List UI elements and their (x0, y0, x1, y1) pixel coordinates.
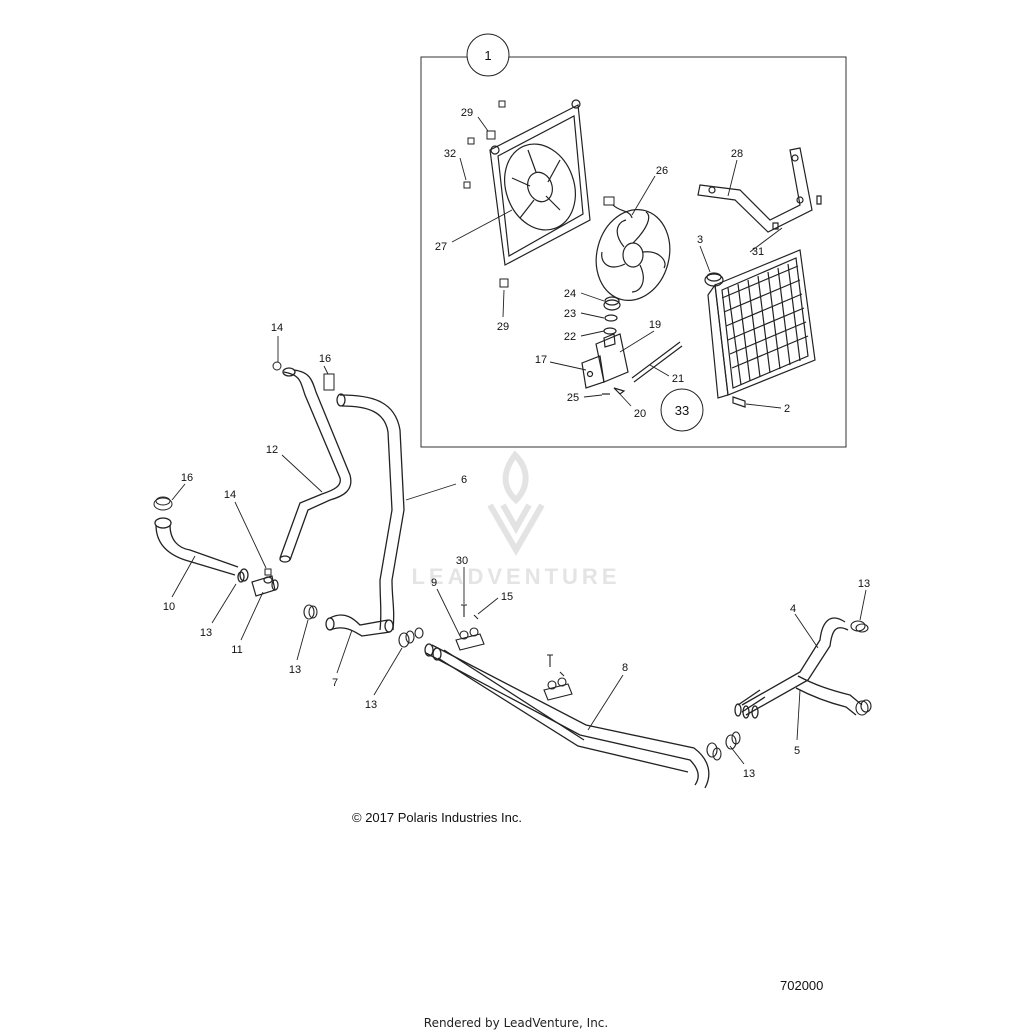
callout-15: 15 (501, 591, 513, 603)
callout-24: 24 (564, 288, 576, 300)
mounting-bracket (697, 147, 822, 233)
callout-28: 28 (731, 148, 743, 160)
radiator (704, 249, 816, 408)
document-number: 702000 (780, 978, 824, 993)
hose-clamps-13-far (850, 620, 872, 716)
cooling-fan (595, 204, 671, 301)
assembly-inset-box (420, 56, 847, 448)
callout-9: 9 (431, 577, 437, 589)
hose-10 (154, 517, 249, 583)
rendered-by-footer: Rendered by LeadVenture, Inc. (423, 1016, 609, 1030)
tee-fitting-11 (251, 575, 279, 597)
callout-14a: 14 (271, 322, 283, 334)
callout-circle-33 (660, 388, 704, 432)
leader-lines (171, 116, 867, 765)
callout-13b: 13 (289, 664, 301, 676)
fan-shroud (489, 99, 591, 266)
callout-30: 30 (456, 555, 468, 567)
callout-14b: 14 (224, 489, 236, 501)
hose-6 (336, 393, 405, 631)
callout-10: 10 (163, 601, 175, 613)
hose-8 (424, 643, 710, 789)
callout-circle-1 (466, 33, 510, 77)
callout-33: 33 (675, 403, 689, 418)
shroud-fasteners (463, 100, 615, 288)
callout-26: 26 (656, 165, 668, 177)
callout-17: 17 (535, 354, 547, 366)
callout-32: 32 (444, 148, 456, 160)
callout-27: 27 (435, 241, 447, 253)
callout-4: 4 (790, 603, 796, 615)
callout-2: 2 (784, 403, 790, 415)
callout-16b: 16 (181, 472, 193, 484)
watermark-text: LEADVENTURE (411, 564, 620, 589)
callout-19: 19 (649, 319, 661, 331)
callout-13a: 13 (200, 627, 212, 639)
callout-20: 20 (634, 408, 646, 420)
callout-13d: 13 (743, 768, 755, 780)
watermark-logo (487, 450, 545, 556)
callout-21: 21 (672, 373, 684, 385)
callout-29a: 29 (461, 107, 473, 119)
callout-25: 25 (567, 392, 579, 404)
callout-6: 6 (461, 474, 467, 486)
callout-12: 12 (266, 444, 278, 456)
hose-holders (455, 604, 573, 701)
callout-13e: 13 (858, 578, 870, 590)
callout-13c: 13 (365, 699, 377, 711)
callout-8: 8 (622, 662, 628, 674)
callout-1: 1 (484, 48, 491, 63)
callout-16a: 16 (319, 353, 331, 365)
copyright-notice: © 2017 Polaris Industries Inc. (352, 810, 522, 825)
small-clamps (153, 361, 335, 576)
callout-3: 3 (697, 234, 703, 246)
callout-29b: 29 (497, 321, 509, 333)
callout-31: 31 (752, 246, 764, 258)
hoses-4-5 (734, 617, 863, 719)
callout-23: 23 (564, 308, 576, 320)
callout-7: 7 (332, 677, 338, 689)
hose-clamps-13-right (706, 731, 741, 761)
coolant-reservoir (581, 296, 683, 395)
hose-clamps-13 (303, 604, 424, 648)
callout-11: 11 (231, 644, 242, 656)
callout-5: 5 (794, 745, 800, 757)
callout-22: 22 (564, 331, 576, 343)
hose-12 (279, 367, 352, 563)
hose-7 (325, 614, 394, 637)
